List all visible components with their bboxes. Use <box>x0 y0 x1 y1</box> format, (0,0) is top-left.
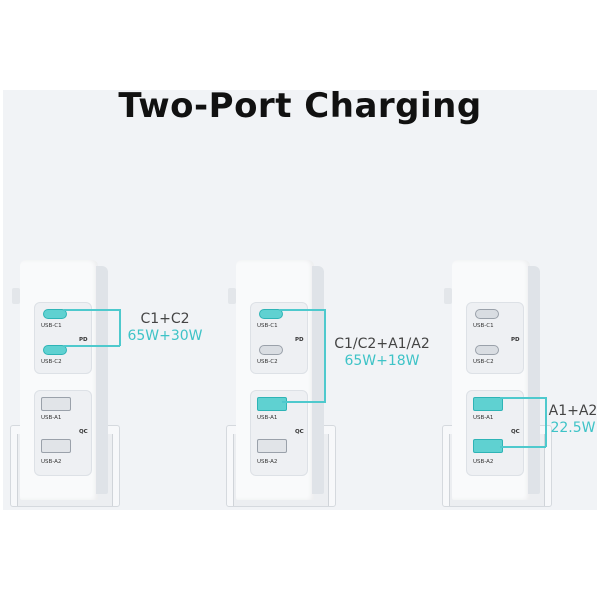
usb-c2-label: USB-C2 <box>473 359 494 365</box>
callout-a1-a2: A1+A2 22.5W <box>548 403 598 437</box>
connector-line <box>545 397 547 447</box>
usb-a2-label: USB-A2 <box>473 459 494 465</box>
connector-line <box>500 397 546 399</box>
callout-ports: C1/C2+A1/A2 <box>334 336 430 352</box>
usb-c-port-group: USB-C1 PD USB-C2 <box>34 302 92 374</box>
charger-side <box>96 266 108 494</box>
usb-a-port-group: USB-A1 QC USB-A2 <box>34 390 92 476</box>
usb-a1-port <box>41 397 71 411</box>
usb-c1-label: USB-C1 <box>473 323 494 329</box>
usb-a2-port <box>257 439 287 453</box>
callout-power: 22.5W <box>550 420 596 436</box>
usb-a2-port <box>41 439 71 453</box>
charger-side <box>312 266 324 494</box>
usb-a2-port <box>473 439 503 453</box>
connector-line <box>119 309 121 346</box>
qc-label: QC <box>79 429 88 435</box>
usb-a-port-group: USB-A1 QC USB-A2 <box>466 390 524 476</box>
charger-c-a: USB-C1 PD USB-C2 USB-A1 QC USB-A2 <box>226 260 336 507</box>
qc-label: QC <box>295 429 304 435</box>
pd-label: PD <box>511 337 520 343</box>
callout-ports: C1+C2 <box>140 311 190 327</box>
usb-c2-port <box>475 345 499 355</box>
connector-line <box>500 446 546 448</box>
usb-c1-label: USB-C1 <box>41 323 62 329</box>
usb-c2-label: USB-C2 <box>41 359 62 365</box>
usb-c2-label: USB-C2 <box>257 359 278 365</box>
callout-c1-c2: C1+C2 65W+30W <box>124 311 206 345</box>
callout-ports: A1+A2 <box>548 403 598 419</box>
connector-line <box>324 309 326 402</box>
usb-c2-port <box>259 345 283 355</box>
connector-line <box>64 345 120 347</box>
usb-a1-label: USB-A1 <box>41 415 62 421</box>
usb-c2-port <box>43 345 67 355</box>
usb-c1-port <box>43 309 67 319</box>
charger-body: USB-C1 PD USB-C2 USB-A1 QC USB-A2 <box>452 260 530 500</box>
callout-power: 65W+30W <box>127 328 203 344</box>
usb-c1-port <box>259 309 283 319</box>
usb-a1-port <box>257 397 287 411</box>
usb-c-port-group: USB-C1 PD USB-C2 <box>466 302 524 374</box>
plug-prong <box>444 288 452 304</box>
usb-c1-label: USB-C1 <box>257 323 278 329</box>
plug-prong <box>12 288 20 304</box>
usb-c-port-group: USB-C1 PD USB-C2 <box>250 302 308 374</box>
charger-side <box>528 266 540 494</box>
charger-c1-c2: USB-C1 PD USB-C2 USB-A1 QC USB-A2 <box>10 260 120 507</box>
usb-a1-port <box>473 397 503 411</box>
callout-power: 65W+18W <box>344 353 420 369</box>
connector-line <box>64 309 120 311</box>
pd-label: PD <box>79 337 88 343</box>
qc-label: QC <box>511 429 520 435</box>
usb-a1-label: USB-A1 <box>257 415 278 421</box>
page-title: Two-Port Charging <box>118 86 482 126</box>
callout-c-a: C1/C2+A1/A2 65W+18W <box>330 336 434 370</box>
usb-a2-label: USB-A2 <box>41 459 62 465</box>
pd-label: PD <box>295 337 304 343</box>
connector-line <box>282 401 326 403</box>
usb-a1-label: USB-A1 <box>473 415 494 421</box>
charger-body: USB-C1 PD USB-C2 USB-A1 QC USB-A2 <box>236 260 314 500</box>
charger-body: USB-C1 PD USB-C2 USB-A1 QC USB-A2 <box>20 260 98 500</box>
usb-a-port-group: USB-A1 QC USB-A2 <box>250 390 308 476</box>
usb-c1-port <box>475 309 499 319</box>
usb-a2-label: USB-A2 <box>257 459 278 465</box>
charger-a1-a2: USB-C1 PD USB-C2 USB-A1 QC USB-A2 <box>442 260 552 507</box>
connector-line <box>280 309 325 311</box>
plug-prong <box>228 288 236 304</box>
